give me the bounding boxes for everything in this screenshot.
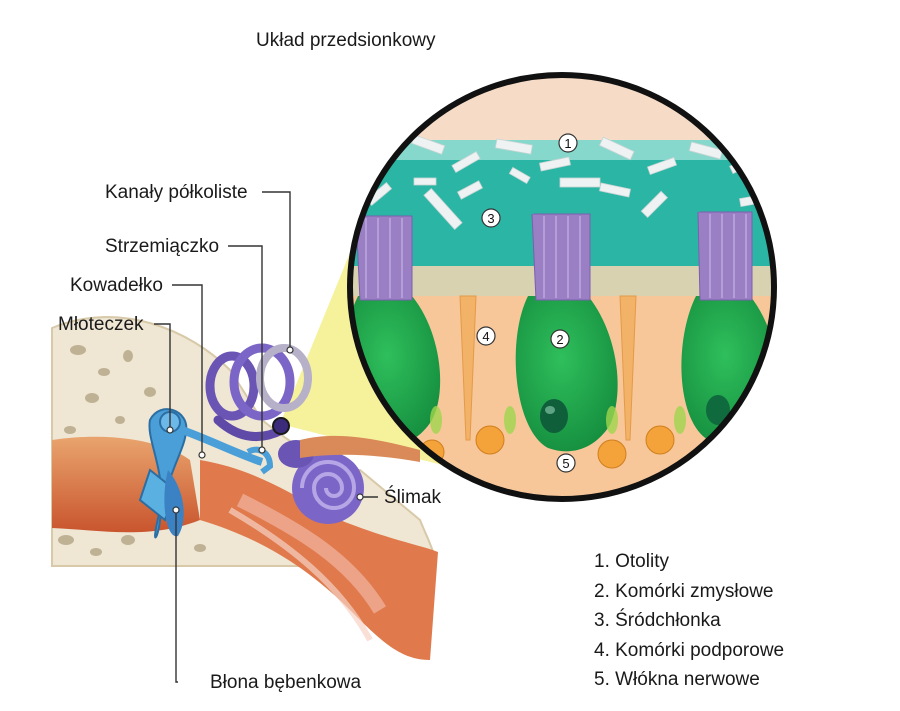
leader-lines bbox=[154, 191, 378, 683]
marker-5: 5 bbox=[562, 456, 569, 471]
legend-item-supporting-cells: 4. Komórki podporowe bbox=[594, 639, 785, 661]
legend-item-sensory-cells: 2. Komórki zmysłowe bbox=[594, 580, 774, 602]
diagram-title: Układ przedsionkowy bbox=[256, 30, 436, 51]
label-stapes: Strzemiączko bbox=[105, 236, 220, 257]
marker-3: 3 bbox=[487, 211, 494, 226]
numbered-markers: 1 2 3 4 5 bbox=[476, 133, 578, 473]
legend-item-otoliths: 1. Otolity bbox=[594, 551, 669, 572]
stereocilia bbox=[355, 211, 753, 301]
auditory-nerve bbox=[300, 435, 420, 462]
label-eardrum: Błona bębenkowa bbox=[210, 672, 362, 693]
label-malleus: Młoteczek bbox=[58, 314, 144, 335]
bone-pores bbox=[58, 345, 206, 556]
cell-nucleus bbox=[540, 399, 568, 433]
marker-1: 1 bbox=[564, 136, 571, 151]
tympanic-membrane bbox=[164, 470, 184, 537]
label-semicircular-canals: Kanały półkoliste bbox=[105, 182, 248, 203]
legend-item-nerve-fibers: 5. Włókna nerwowe bbox=[594, 669, 760, 690]
magnifier-ring bbox=[347, 72, 777, 502]
vestibule-point bbox=[272, 417, 290, 435]
label-cochlea: Ślimak bbox=[384, 487, 442, 508]
legend-item-endolymph: 3. Śródchłonka bbox=[594, 610, 721, 631]
label-incus: Kowadełko bbox=[70, 275, 163, 296]
legend: 1. Otolity 2. Komórki zmysłowe 3. Śródch… bbox=[594, 547, 784, 695]
leader-dots bbox=[166, 346, 364, 514]
marker-4: 4 bbox=[482, 329, 489, 344]
marker-2: 2 bbox=[556, 332, 563, 347]
nerve-fibers bbox=[419, 425, 757, 469]
